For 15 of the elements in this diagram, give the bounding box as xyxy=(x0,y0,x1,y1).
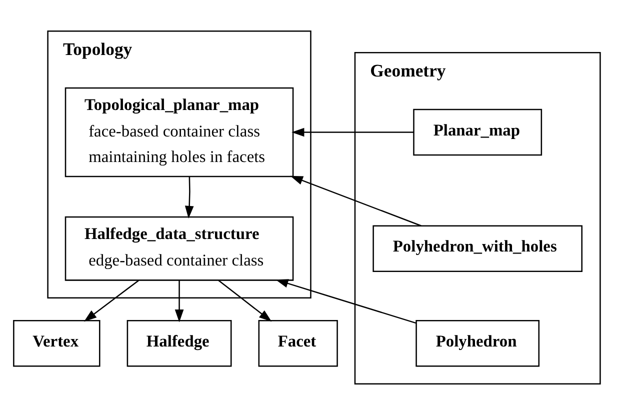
arrow xyxy=(174,280,184,322)
node-box: Vertex xyxy=(13,320,100,367)
node-box: Polyhedron xyxy=(416,320,540,367)
node-box: Planar_map xyxy=(413,108,542,156)
node-box: Halfedge xyxy=(126,320,232,367)
node-box: Halfedge_data_structure edge-based container class xyxy=(64,216,294,281)
arrow xyxy=(84,280,140,322)
node-box: Topological_planar_map face-based container class maintaining holes in facets xyxy=(64,87,294,178)
arrow xyxy=(290,176,422,226)
arrow xyxy=(184,176,194,219)
node-box: Polyhedron_with_holes xyxy=(372,225,582,272)
arrow xyxy=(292,128,414,137)
arrow xyxy=(276,279,416,324)
arrow xyxy=(218,280,272,322)
node-box: Facet xyxy=(258,320,338,367)
